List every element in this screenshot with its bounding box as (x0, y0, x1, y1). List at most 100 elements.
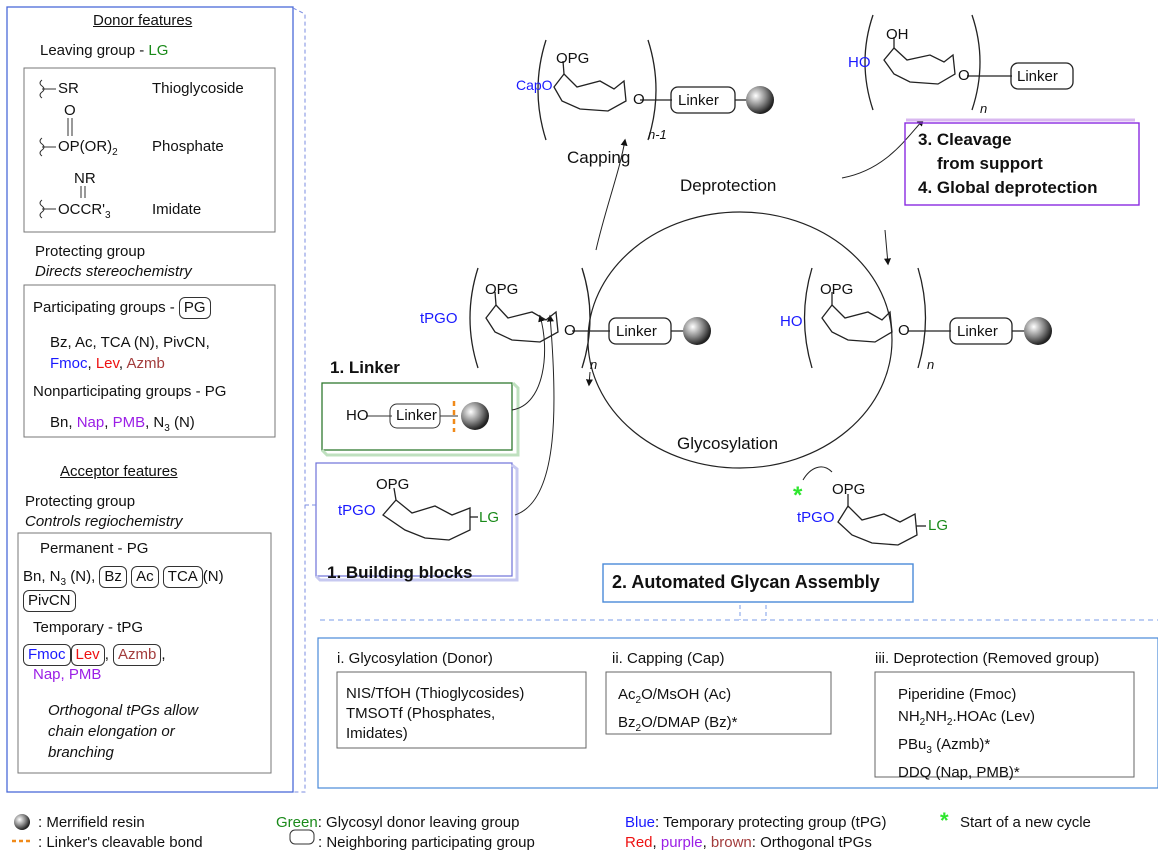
thioglycoside-formula: SR (58, 80, 79, 97)
central-opg: OPG (485, 281, 519, 298)
nonparticipating-groups-list: Bn, Nap, PMB, N3 (N) (50, 414, 195, 434)
resin-bead-icon (1024, 317, 1052, 345)
central-linker: Linker (616, 323, 657, 340)
phosphate-label: Phosphate (152, 138, 224, 155)
donor-tpgo: tPGO (797, 509, 835, 526)
donor-features-title: Donor features (93, 12, 193, 29)
leaving-group-heading: Leaving group - LG (40, 42, 169, 59)
linker-ho: HO (346, 407, 369, 424)
step-deprotection-title: iii. Deprotection (Removed group) (875, 650, 1100, 667)
product-sugar (864, 14, 1074, 111)
thioglycoside-label: Thioglycoside (152, 80, 244, 97)
legend-pill: : Neighboring participating group (318, 834, 535, 851)
deprotection-conditions-box (874, 671, 1135, 778)
nonparticipating-groups-label: Nonparticipating groups - PG (33, 383, 227, 400)
resin-bead-icon (683, 317, 711, 345)
product-n: n (980, 101, 988, 116)
legend-green: Green: Glycosyl donor leaving group (276, 814, 520, 831)
permanent-pivcn: PivCN (23, 590, 76, 612)
imidate-formula: OCCR'3 (58, 201, 111, 221)
legend-orthogonal: Red, purple, brown: Orthogonal tPGs (625, 834, 872, 851)
donor-lg: LG (928, 517, 949, 534)
acceptor-pg-subheading: Controls regiochemistry (25, 513, 183, 530)
resin-bead-icon (746, 86, 774, 114)
step-capping-conditions: Ac2O/MsOH (Ac) Bz2O/DMAP (Bz)* (618, 686, 738, 734)
capping-conditions-box (605, 671, 832, 735)
linker-label: Linker (396, 407, 437, 424)
linker-title: 1. Linker (330, 358, 400, 377)
step-glycosylation-title: i. Glycosylation (Donor) (337, 650, 493, 667)
capped-sugar (537, 39, 752, 141)
protecting-group-heading: Protecting group (35, 243, 146, 260)
glycosylation-conditions-box (336, 671, 587, 749)
legend-star-icon: * (940, 808, 949, 833)
capping-label: Capping (567, 148, 631, 167)
cap-n-minus-1: n-1 (648, 127, 667, 142)
cap-linker: Linker (678, 92, 719, 109)
right-linker: Linker (957, 323, 998, 340)
protecting-group-box (23, 284, 276, 438)
participating-groups-tpgs: Fmoc, Lev, Azmb (50, 355, 165, 372)
aga-steps-frame (317, 637, 1158, 789)
product-linker: Linker (1017, 68, 1058, 85)
right-o: O (898, 322, 910, 339)
cap-o: O (633, 91, 645, 108)
imidate-label: Imidate (152, 201, 202, 218)
central-n: n (590, 357, 598, 372)
bb-tpgo: tPGO (338, 502, 376, 519)
resin-bead-icon (461, 402, 489, 430)
product-o: O (958, 67, 970, 84)
cleavage-box (904, 122, 1140, 206)
imidate-nr: NR (74, 170, 96, 187)
deprotected-sugar (803, 267, 1029, 369)
right-ho: HO (780, 313, 803, 330)
participating-groups-list: Bz, Ac, TCA (N), PivCN, (50, 334, 210, 351)
phosphate-formula: OP(OR)2 (58, 138, 118, 158)
leaving-group-box (23, 67, 276, 233)
donor-sugar (837, 494, 926, 546)
right-n: n (927, 357, 935, 372)
bb-opg: OPG (376, 476, 410, 493)
aga-title: 2. Automated Glycan Assembly (612, 572, 880, 592)
legend-cleavable: : Linker's cleavable bond (38, 834, 203, 851)
central-acceptor-sugar (469, 267, 688, 369)
legend-star: Start of a new cycle (960, 814, 1091, 831)
aga-title-box (602, 563, 914, 603)
step-glycosylation-conditions: NIS/TfOH (Thioglycosides) TMSOTf (Phosph… (346, 685, 525, 742)
cleavage-text: 3. Cleavage from support 4. Global depro… (918, 130, 1098, 197)
orthogonal-note: Orthogonal tPGs allow chain elongation o… (48, 702, 199, 761)
temporary-list-2: Nap, PMB (33, 666, 102, 683)
left-panel-frame (6, 6, 294, 793)
legend-blue: Blue: Temporary protecting group (tPG) (625, 814, 887, 831)
central-o: O (564, 322, 576, 339)
acceptor-features-title: Acceptor features (60, 463, 178, 480)
step-deprotection-conditions: Piperidine (Fmoc) NH2NH2.HOAc (Lev) PBu3… (898, 686, 1035, 781)
deprotection-label: Deprotection (680, 176, 777, 195)
participating-groups-label: Participating groups - PG (33, 297, 211, 319)
legend-resin-icon (14, 814, 30, 830)
temporary-label: Temporary - tPG (33, 619, 144, 636)
bb-lg: LG (479, 509, 500, 526)
left-panel-dashed-edge (292, 7, 306, 793)
permanent-list: Bn, N3 (N), Bz Ac TCA(N) (23, 566, 224, 588)
building-blocks-title: 1. Building blocks (327, 563, 473, 582)
acceptor-pg-heading: Protecting group (25, 493, 136, 510)
right-opg: OPG (820, 281, 854, 298)
acceptor-box (17, 532, 272, 774)
linker-box (321, 382, 513, 451)
cycle-ring (587, 211, 893, 469)
donor-opg: OPG (832, 481, 866, 498)
glycosylation-label: Glycosylation (677, 434, 779, 453)
new-cycle-star: * (793, 482, 803, 509)
building-block-box (315, 462, 513, 577)
protecting-group-subheading: Directs stereochemistry (35, 263, 192, 280)
legend-resin: : Merrifield resin (38, 814, 145, 831)
pg-pill: PG (178, 297, 211, 319)
central-tpgo: tPGO (420, 310, 458, 327)
product-oh: OH (886, 26, 909, 43)
permanent-label: Permanent - PG (40, 540, 149, 557)
phosphate-oxygen: O (64, 102, 76, 119)
building-block-sugar (382, 487, 478, 541)
